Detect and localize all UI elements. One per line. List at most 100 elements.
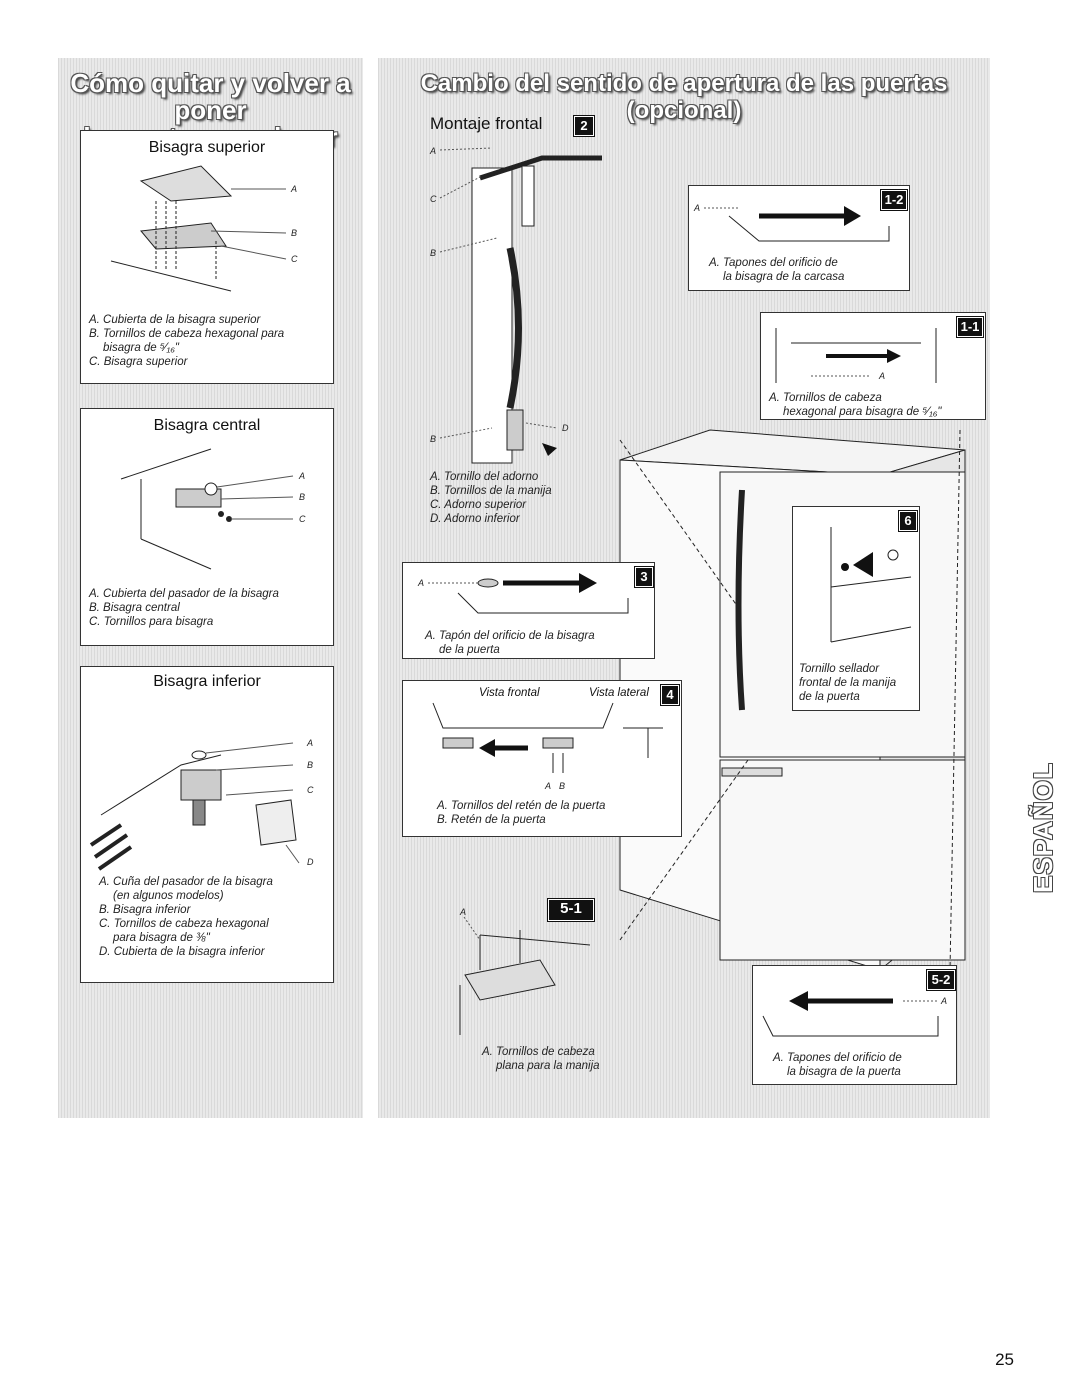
legend-item: A. Tapón del orificio de la bisagra <box>425 630 595 642</box>
page-number: 25 <box>995 1350 1014 1369</box>
step-4-callout-a: A <box>544 781 551 791</box>
legend-item: A. Cuña del pasador de la bisagra <box>99 876 273 888</box>
step-6-badge: 6 <box>899 511 917 531</box>
front-mount-callout-b1: B <box>430 248 436 258</box>
legend-item: B. Tornillos de la manija <box>430 485 552 497</box>
legend-item: C. Tornillos de cabeza hexagonal <box>99 918 269 930</box>
legend-item: D. Cubierta de la bisagra inferior <box>99 946 265 958</box>
step-6-diagram <box>830 527 912 643</box>
front-mount-box: Montaje frontal 2 A C B B D A. Tornillo … <box>402 110 602 550</box>
legend-item: hexagonal para bisagra de ⁵⁄₁₆" <box>783 406 942 418</box>
language-side-label: ESPAÑOL <box>1028 762 1058 894</box>
center-hinge-callout-c: C <box>299 514 306 524</box>
step-1-1-diagram: A <box>775 328 937 383</box>
step-6-box: 6 Tornillo sellador frontal de la manija… <box>792 506 920 711</box>
front-mount-legend: A. Tornillo del adorno B. Tornillos de l… <box>430 470 552 526</box>
bottom-hinge-callout-d: D <box>307 857 314 867</box>
step-3-box: 3 A A. Tapón del orificio de la bisagra … <box>402 562 655 659</box>
step-3-badge: 3 <box>635 567 653 587</box>
top-hinge-title: Bisagra superior <box>148 139 266 156</box>
legend-item: A. Tornillo del adorno <box>430 471 539 483</box>
step-1-2-diagram: A <box>693 203 890 242</box>
bottom-hinge-legend: A. Cuña del pasador de la bisagra (en al… <box>99 875 273 959</box>
legend-item: A. Cubierta del pasador de la bisagra <box>89 588 279 600</box>
legend-item: D. Adorno inferior <box>430 513 520 525</box>
step-6-legend: Tornillo sellador frontal de la manija d… <box>799 662 896 704</box>
step-3-legend: A. Tapón del orificio de la bisagra de l… <box>425 629 595 657</box>
step-4-box: 4 Vista frontal Vista lateral A B A. Tor… <box>402 680 682 837</box>
top-hinge-diagram: A B C <box>110 165 298 292</box>
legend-item: plana para la manija <box>496 1060 600 1072</box>
legend-item: la bisagra de la carcasa <box>723 271 845 283</box>
front-mount-callout-d: D <box>562 423 569 433</box>
step-5-1-legend: A. Tornillos de cabeza plana para la man… <box>482 1045 600 1073</box>
legend-item: de la puerta <box>439 644 500 656</box>
top-hinge-callout-b: B <box>291 228 297 238</box>
step-5-1-callout-a: A <box>459 907 466 917</box>
legend-item: A. Tornillos de cabeza <box>482 1046 595 1058</box>
legend-item: C. Tornillos para bisagra <box>89 616 214 628</box>
step-1-1-badge: 1-1 <box>957 317 983 337</box>
front-mount-title: Montaje frontal <box>430 114 543 133</box>
top-hinge-callout-c: C <box>291 254 298 264</box>
center-hinge-callout-a: A <box>298 471 305 481</box>
bottom-hinge-callout-a: A <box>306 738 313 748</box>
right-section-title: Cambio del sentido de apertura de las pu… <box>420 70 948 124</box>
bottom-hinge-box: Bisagra inferior A B C D A. Cuña del pas… <box>80 666 334 983</box>
legend-item: A. Tornillos del retén de la puerta <box>437 800 606 812</box>
step-5-2-diagram: A <box>762 991 947 1037</box>
legend-item: A. Tapones del orificio de <box>709 257 838 269</box>
legend-item: la bisagra de la puerta <box>787 1066 901 1078</box>
left-title-line1: Cómo quitar y volver a poner <box>70 68 351 125</box>
step-1-1-legend: A. Tornillos de cabeza hexagonal para bi… <box>769 391 941 419</box>
center-hinge-legend: A. Cubierta del pasador de la bisagra B.… <box>89 587 279 629</box>
legend-item: B. Tornillos de cabeza hexagonal para <box>89 328 285 340</box>
step-1-2-legend: A. Tapones del orificio de la bisagra de… <box>709 256 844 284</box>
legend-item: B. Bisagra central <box>89 602 180 614</box>
top-hinge-callout-a: A <box>290 184 297 194</box>
front-mount-callout-b2: B <box>430 434 436 444</box>
step-5-1-badge: 5-1 <box>548 899 594 921</box>
legend-item: C. Bisagra superior <box>89 356 188 368</box>
step-4-badge: 4 <box>661 685 679 705</box>
step-5-2-legend: A. Tapones del orificio de la bisagra de… <box>773 1051 902 1079</box>
legend-item: para bisagra de ⅜" <box>113 932 210 944</box>
center-hinge-diagram: A B C <box>120 448 306 570</box>
step-4-side-view: Vista lateral <box>589 687 649 699</box>
step-3-callout-a: A <box>417 578 424 588</box>
step-1-2-badge: 1-2 <box>881 190 907 210</box>
front-mount-callout-c: C <box>430 194 437 204</box>
center-hinge-title: Bisagra central <box>153 417 261 434</box>
step-4-callout-b: B <box>559 781 565 791</box>
legend-item: A. Tornillos de cabeza <box>769 392 882 404</box>
step-1-1-box: 1-1 A A. Tornillos de cabeza hexagonal p… <box>760 312 986 420</box>
front-mount-badge: 2 <box>574 116 594 136</box>
step-5-1-diagram: A <box>459 907 591 1035</box>
step-4-legend: A. Tornillos del retén de la puerta B. R… <box>437 799 605 827</box>
front-mount-diagram: A C B B D <box>429 146 602 464</box>
step-5-1-box: 5-1 A A. Tornillos de cabeza plana para … <box>450 895 605 1080</box>
step-1-2-box: 1-2 A A. Tapones del orificio de la bisa… <box>688 185 910 291</box>
front-mount-callout-a: A <box>429 146 436 156</box>
step-5-2-callout-a: A <box>940 996 947 1006</box>
legend-item: A. Tapones del orificio de <box>773 1052 902 1064</box>
left-section-title: Cómo quitar y volver a poner la puerta e… <box>58 70 363 151</box>
legend-item: C. Adorno superior <box>430 499 527 511</box>
step-3-diagram: A <box>417 573 629 614</box>
step-4-diagram: A B <box>432 702 663 791</box>
top-hinge-legend: A. Cubierta de la bisagra superior B. To… <box>89 313 284 369</box>
legend-item: B. Retén de la puerta <box>437 814 546 826</box>
step-1-1-callout-a: A <box>878 371 885 381</box>
legend-item: (en algunos modelos) <box>113 890 224 902</box>
bottom-hinge-callout-b: B <box>307 760 313 770</box>
legend-item: de la puerta <box>799 691 860 703</box>
center-hinge-callout-b: B <box>299 492 305 502</box>
step-5-2-box: 5-2 A A. Tapones del orificio de la bisa… <box>752 965 957 1085</box>
bottom-hinge-title: Bisagra inferior <box>153 673 261 690</box>
bottom-hinge-callout-c: C <box>307 785 314 795</box>
step-1-2-callout-a: A <box>693 203 700 213</box>
legend-item: A. Cubierta de la bisagra superior <box>89 314 261 326</box>
top-hinge-box: Bisagra superior A B C A. Cubierta de la… <box>80 130 334 384</box>
step-5-2-badge: 5-2 <box>927 970 955 990</box>
step-4-front-view: Vista frontal <box>479 687 540 699</box>
